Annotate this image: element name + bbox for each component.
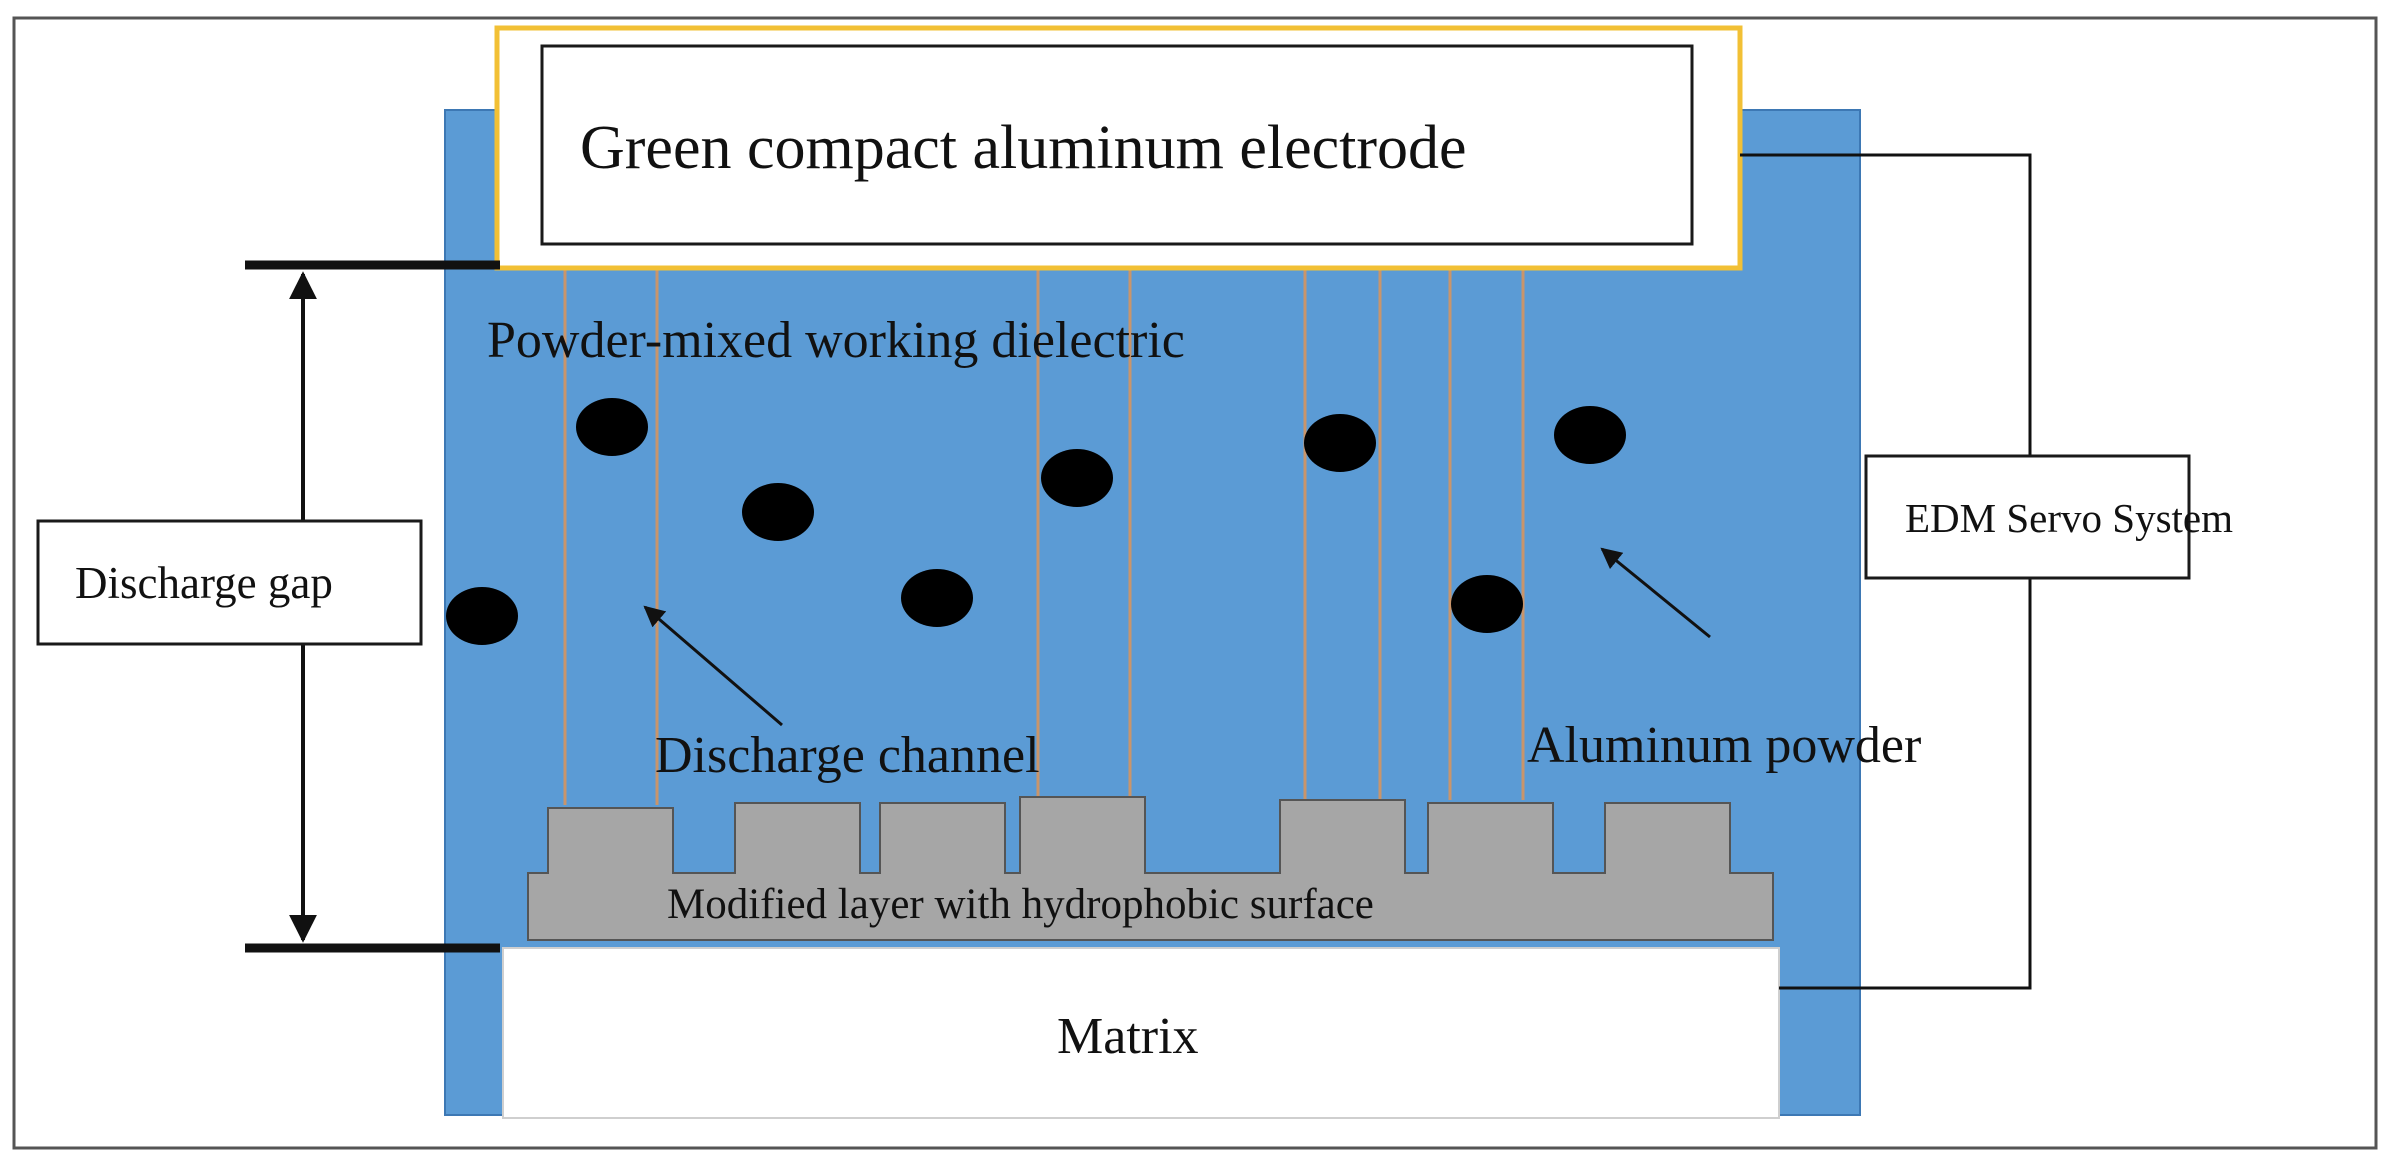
- servo-system-label: EDM Servo System: [1905, 495, 2233, 541]
- powder-particle: [901, 569, 973, 627]
- aluminum-powder-label: Aluminum powder: [1527, 717, 1921, 774]
- electrode-box: [540, 44, 1694, 246]
- dielectric-label: Powder-mixed working dielectric: [487, 312, 1185, 369]
- powder-particle: [1451, 575, 1523, 633]
- powder-particle: [576, 398, 648, 456]
- discharge-channel-arrow: [643, 605, 783, 727]
- powder-particle: [1304, 414, 1376, 472]
- aluminum-powder-arrow: [1600, 547, 1711, 639]
- matrix-label: Matrix: [1057, 1008, 1199, 1065]
- modified-layer: [527, 796, 1774, 941]
- powder-particle: [1041, 449, 1113, 507]
- modified-layer-label: Modified layer with hydrophobic surface: [667, 881, 1374, 928]
- discharge-gap-label: Discharge gap: [75, 558, 333, 608]
- matrix-block: [502, 947, 1780, 1119]
- powder-particle: [742, 483, 814, 541]
- powder-particle: [446, 587, 518, 645]
- electrode-label: Green compact aluminum electrode: [580, 114, 1467, 182]
- aluminum-powder-particles: [446, 398, 1626, 645]
- discharge-gap-box: [36, 519, 423, 646]
- servo-system-box: [1864, 454, 2191, 580]
- discharge-channels: [563, 265, 1525, 805]
- powder-particle: [1554, 406, 1626, 464]
- discharge-channel-label: Discharge channel: [655, 727, 1040, 784]
